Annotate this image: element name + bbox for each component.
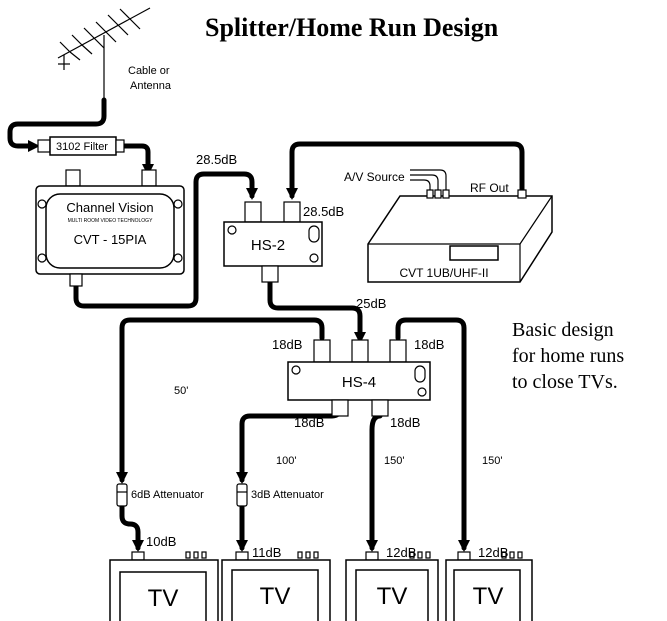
amplifier-model: CVT - 15PIA [74,232,147,247]
tv-3: TV [345,551,439,621]
hs4-level-top-left: 18dB [272,337,302,352]
filter-label: 3102 Filter [56,141,108,153]
hs2-output-level: 25dB [356,296,386,311]
hs2-label: HS-2 [251,237,285,254]
splitter-hs2 [223,201,323,283]
av-source-label: A/V Source [344,170,405,184]
tv-1: TV [109,551,219,621]
diagram-title: Splitter/Home Run Design [205,13,499,42]
modulator-model: CVT 1UB/UHF-II [399,266,488,280]
filter-3102 [37,136,125,156]
tv1-level: 10dB [146,534,176,549]
tv-4: TV [445,551,533,621]
tv4-level: 12dB [478,545,508,560]
cable-arrowheads [28,140,470,552]
note-line1: Basic design [512,319,614,341]
hs2-to-hs4-cable [267,279,363,341]
attenuator-3db [236,483,248,507]
tv3-label: TV [377,583,408,610]
tv4-label: TV [473,583,504,610]
attenuator-6db [116,483,128,507]
hs2-input-level: 28.5dB [196,152,237,167]
amplifier-brand: Channel Vision [66,200,153,215]
antenna-label-line1: Cable or [128,65,170,77]
hs4-to-tv2-cable [239,400,343,483]
hs4-to-tv4-cable [395,317,467,551]
hs4-level-top-right: 18dB [414,337,444,352]
run2-length: 100' [276,455,296,467]
run3-length: 150' [384,455,404,467]
attenuator1-to-tv1-cable [119,503,141,551]
antenna-cable [7,97,107,149]
attenuator1-label: 6dB Attenuator [131,489,204,501]
splitter-hs4 [287,339,431,417]
hs4-to-tv1-cable [119,317,325,483]
antenna-icon [57,7,151,100]
hs4-level-bottom-right: 18dB [390,415,420,430]
rf-out-label: RF Out [470,181,509,195]
antenna-label-line2: Antenna [130,80,172,92]
hs4-to-tv3-cable [369,400,383,551]
amplifier-tagline: MULTI ROOM VIDEO TECHNOLOGY [68,218,153,224]
attenuator2-label: 3dB Attenuator [251,489,324,501]
hs2-port-level: 28.5dB [303,204,344,219]
note-line3: to close TVs. [512,371,618,393]
tv2-label: TV [260,583,291,610]
tv3-level: 12dB [386,545,416,560]
hs4-level-bottom-left: 18dB [294,415,324,430]
run4-length: 150' [482,455,502,467]
tv2-level: 11dB [252,545,281,560]
amplifier-cvt-15pia [35,169,185,287]
hs4-label: HS-4 [342,374,376,391]
tv-2: TV [221,551,331,621]
filter-to-amp-cable [115,143,151,171]
note-line2: for home runs [512,345,624,367]
modulator-cvt-1ub [367,189,553,283]
run1-length: 50' [174,385,188,397]
rf-out-to-hs2-cable [289,141,525,199]
tv1-label: TV [148,585,179,612]
amp-to-hs2-cable [73,171,255,309]
av-source-wires [410,169,447,190]
